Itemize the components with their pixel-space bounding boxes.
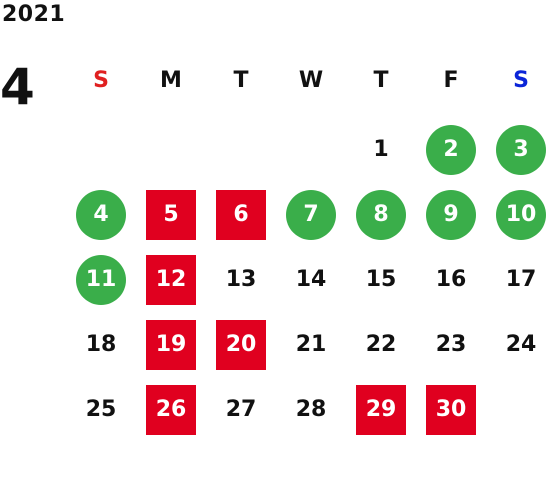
calendar-day-9: 9 (426, 190, 476, 240)
calendar-day-18: 18 (85, 332, 117, 357)
calendar-day-2: 2 (426, 125, 476, 175)
calendar-day-15: 15 (365, 267, 397, 292)
calendar-day-28: 28 (295, 397, 327, 422)
calendar-day-4: 4 (76, 190, 126, 240)
calendar-day-23: 23 (435, 332, 467, 357)
calendar-day-1: 1 (373, 137, 389, 162)
weekday-saturday: S (513, 68, 529, 93)
calendar-day-12: 12 (146, 255, 196, 305)
calendar-day-16: 16 (435, 267, 467, 292)
weekday-monday: M (160, 68, 182, 93)
calendar-day-3: 3 (496, 125, 546, 175)
calendar-day-10: 10 (496, 190, 546, 240)
calendar-day-6: 6 (216, 190, 266, 240)
calendar-day-19: 19 (146, 320, 196, 370)
calendar-day-5: 5 (146, 190, 196, 240)
calendar-day-14: 14 (295, 267, 327, 292)
calendar-day-7: 7 (286, 190, 336, 240)
calendar-day-20: 20 (216, 320, 266, 370)
weekday-thursday: T (373, 68, 389, 93)
calendar-day-22: 22 (365, 332, 397, 357)
calendar-day-25: 25 (85, 397, 117, 422)
calendar-day-11: 11 (76, 255, 126, 305)
calendar-day-27: 27 (225, 397, 257, 422)
weekday-sunday: S (93, 68, 109, 93)
calendar-day-13: 13 (225, 267, 257, 292)
calendar-day-30: 30 (426, 385, 476, 435)
weekday-friday: F (443, 68, 459, 93)
calendar-day-21: 21 (295, 332, 327, 357)
calendar-day-17: 17 (505, 267, 537, 292)
calendar-month: 4 (0, 58, 35, 116)
calendar-day-24: 24 (505, 332, 537, 357)
weekday-wednesday: W (298, 68, 324, 93)
calendar-day-29: 29 (356, 385, 406, 435)
calendar-day-8: 8 (356, 190, 406, 240)
calendar-day-26: 26 (146, 385, 196, 435)
weekday-tuesday: T (233, 68, 249, 93)
calendar-year: 2021 (2, 2, 66, 27)
